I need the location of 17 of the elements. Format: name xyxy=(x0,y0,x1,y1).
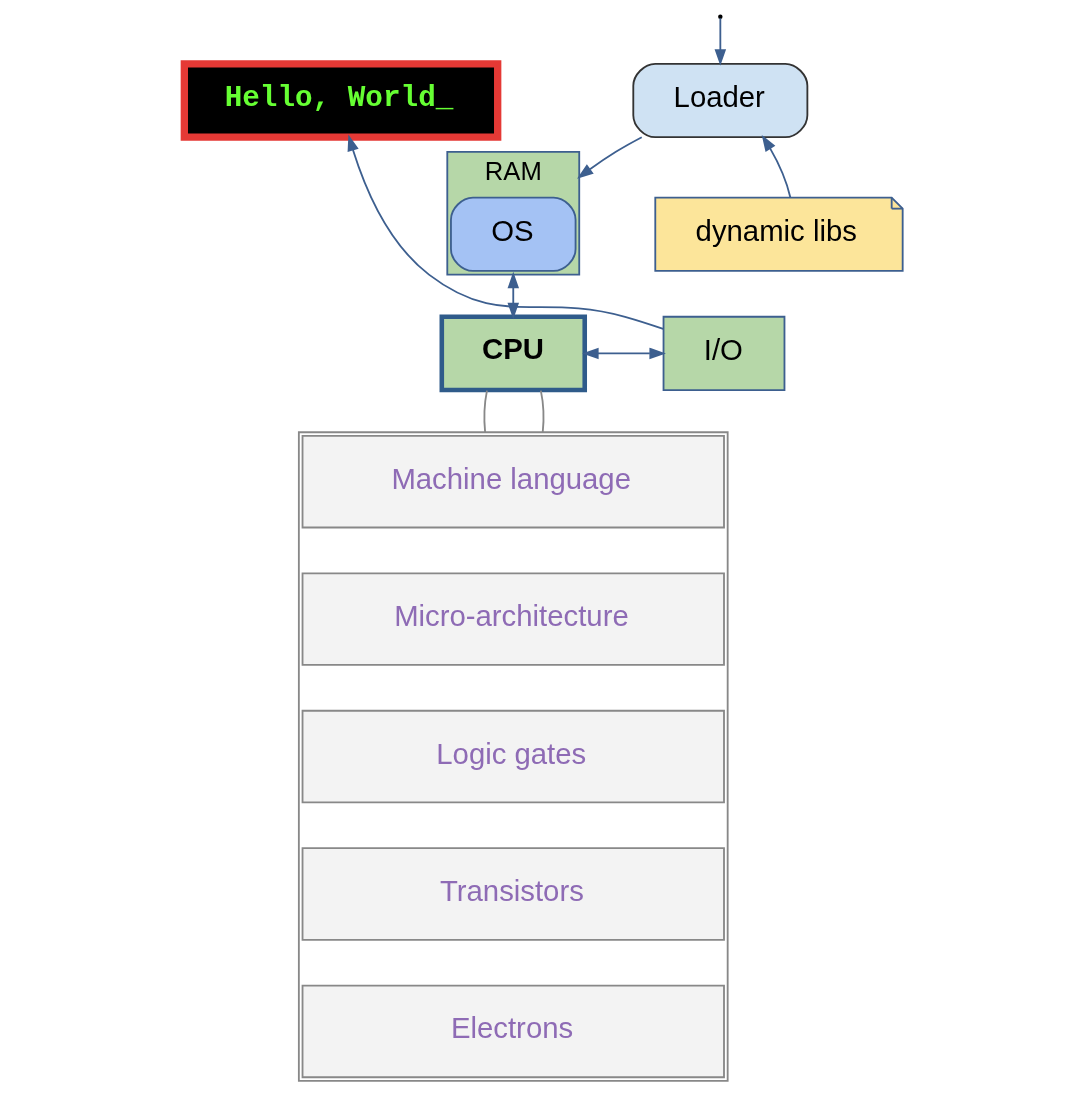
arrow xyxy=(714,17,726,66)
node-box: I/O xyxy=(662,315,785,391)
node-box: Transistors xyxy=(301,847,725,941)
arrow xyxy=(347,134,664,330)
node-box: OS xyxy=(449,196,576,272)
node-box: Hello, World_ xyxy=(180,60,501,141)
node-box: Micro-architecture xyxy=(301,572,725,666)
arrow xyxy=(576,136,643,179)
connector xyxy=(483,389,488,434)
node-box: Electrons xyxy=(301,984,725,1079)
node-box: Logic gates xyxy=(301,709,725,804)
node-box: Machine language xyxy=(301,434,725,529)
node-box: CPU xyxy=(439,314,587,393)
connector xyxy=(539,389,544,434)
arrow xyxy=(581,347,666,360)
node-box: Loader xyxy=(631,62,808,139)
arrow xyxy=(761,134,791,199)
